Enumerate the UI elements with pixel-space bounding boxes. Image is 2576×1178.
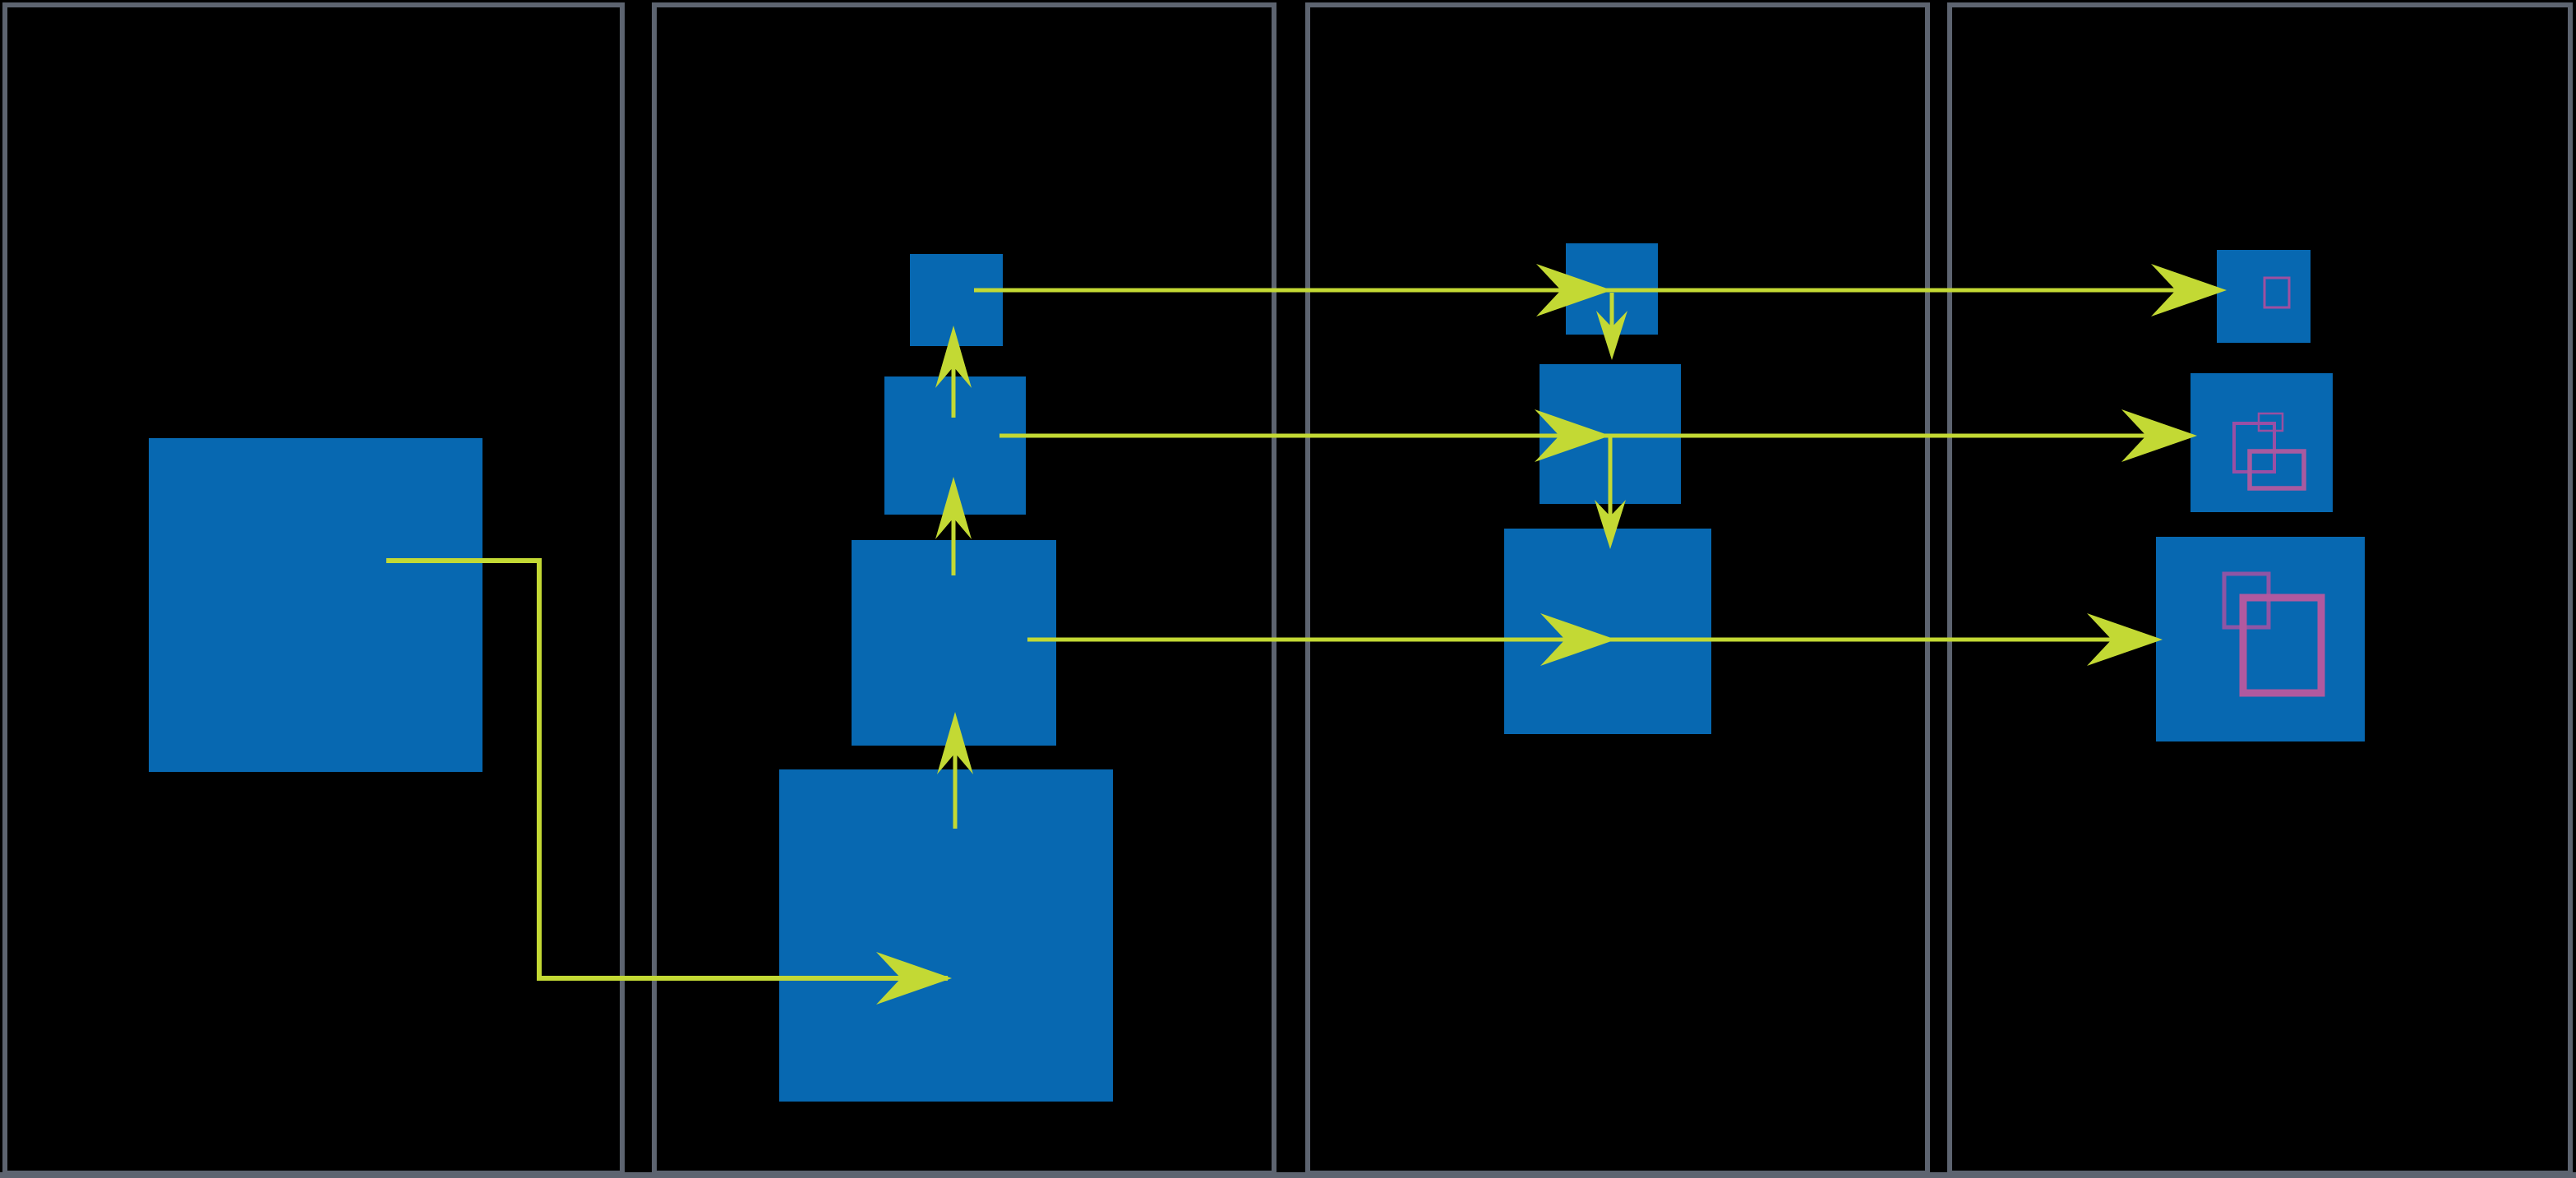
arrowhead-down — [1595, 500, 1626, 549]
detection-rect — [2232, 422, 2276, 474]
connector-input-to-pyramid-elbow — [386, 558, 948, 981]
pyramid-box-small — [910, 254, 1003, 346]
output-box-medium — [2191, 373, 2333, 512]
arrowhead-up — [935, 477, 972, 539]
input-image-box — [149, 438, 482, 772]
arrowhead-down — [1596, 311, 1627, 360]
arrowhead-right — [2151, 264, 2227, 316]
pyramid-box-largest — [779, 769, 1113, 1102]
bottom-frame-edge — [0, 1172, 2576, 1178]
arrowhead-right — [1540, 613, 1616, 666]
detection-rect — [2247, 449, 2306, 491]
featuremap-box-large — [1504, 529, 1711, 734]
arrowhead-right — [2121, 409, 2197, 462]
detection-rect — [2239, 594, 2325, 697]
arrowhead-right — [876, 952, 952, 1005]
arrowhead-up — [935, 326, 972, 388]
arrowhead-up — [937, 712, 973, 774]
output-box-large — [2156, 537, 2365, 741]
detection-rect — [2263, 276, 2291, 309]
arrowhead-right — [1535, 409, 1610, 462]
arrowhead-right — [2087, 613, 2163, 666]
arrowhead-right — [1536, 264, 1612, 316]
